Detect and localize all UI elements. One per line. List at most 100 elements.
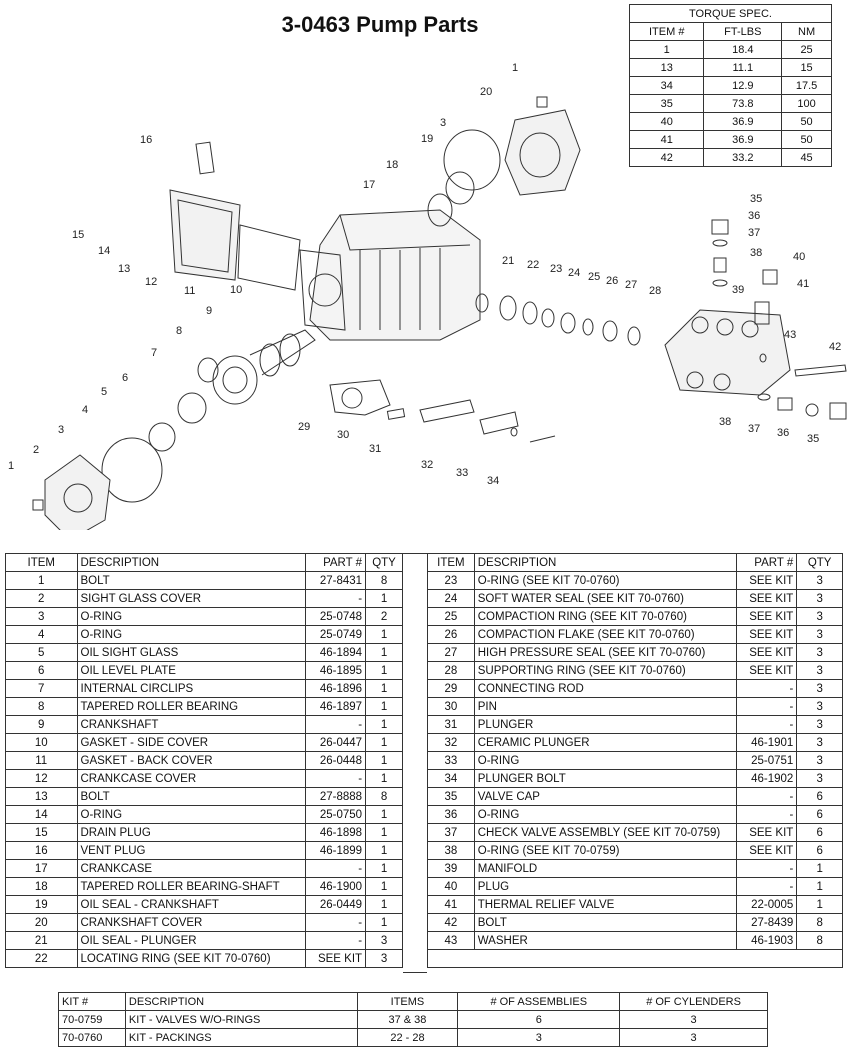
table-cell: 100: [781, 94, 832, 113]
table-cell: CERAMIC PLUNGER: [473, 733, 737, 752]
table-cell: 12.9: [703, 76, 783, 95]
table-cell: 1: [628, 40, 705, 59]
table-cell: O-RING (SEE KIT 70-0759): [473, 841, 737, 860]
table-cell: HIGH PRESSURE SEAL (SEE KIT 70-0760): [473, 643, 737, 662]
table-cell: CONNECTING ROD: [473, 679, 737, 698]
table-cell: 22: [5, 949, 78, 968]
table-cell: SEE KIT: [735, 643, 798, 662]
table-cell: 17: [5, 859, 78, 878]
table-cell: 16: [5, 841, 78, 860]
table-cell: TAPERED ROLLER BEARING-SHAFT: [76, 877, 307, 896]
table-cell: 46-1898: [305, 823, 367, 842]
table-cell: CHECK VALVE ASSEMBLY (SEE KIT 70-0759): [473, 823, 737, 842]
table-cell: PLUG: [473, 877, 737, 896]
callout-label: 38: [750, 247, 763, 259]
callout-label: 24: [568, 267, 581, 279]
table-cell: 22 - 28: [356, 1028, 459, 1047]
col-cylinders: # OF CYLENDERS: [619, 992, 768, 1011]
callout-label: 35: [750, 193, 763, 205]
callout-label: 33: [456, 467, 469, 479]
table-cell: 11: [5, 751, 78, 770]
table-cell: SOFT WATER SEAL (SEE KIT 70-0760): [473, 589, 737, 608]
table-cell: BOLT: [76, 571, 307, 590]
table-cell: 3: [796, 625, 843, 644]
table-cell: 1: [796, 877, 843, 896]
table-cell: 37 & 38: [356, 1010, 459, 1029]
table-cell: O-RING: [473, 805, 737, 824]
table-cell: 8: [796, 931, 843, 950]
table-cell: O-RING: [76, 607, 307, 626]
table-cell: SEE KIT: [735, 589, 798, 608]
table-cell: 8: [365, 787, 403, 806]
callout-label: 31: [369, 443, 382, 455]
table-cell: 8: [365, 571, 403, 590]
table-cell: 6: [796, 787, 843, 806]
table-cell: CRANKSHAFT: [76, 715, 307, 734]
table-cell: 1: [365, 913, 403, 932]
table-cell: INTERNAL CIRCLIPS: [76, 679, 307, 698]
callout-label: 41: [797, 278, 810, 290]
table-cell: SEE KIT: [735, 625, 798, 644]
table-cell: 46-1903: [735, 931, 798, 950]
callout-label: 36: [777, 427, 790, 439]
callout-label: 37: [748, 423, 761, 435]
table-cell: 21: [5, 931, 78, 950]
table-cell: 46-1900: [305, 877, 367, 896]
table-cell: 1: [365, 661, 403, 680]
col-item: ITEM: [5, 553, 78, 572]
table-cell: SEE KIT: [735, 607, 798, 626]
table-cell: 1: [5, 571, 78, 590]
table-cell: 25-0749: [305, 625, 367, 644]
col-part-number: PART #: [735, 553, 798, 572]
col-item: ITEM #: [628, 22, 705, 41]
crankshaft-drawing: [212, 329, 316, 405]
table-cell: 35: [628, 94, 705, 113]
table-gap: [403, 553, 427, 973]
callout-label: 32: [421, 459, 434, 471]
table-cell: 3: [365, 931, 403, 950]
table-cell: 1: [365, 823, 403, 842]
table-cell: KIT - VALVES W/O-RINGS: [124, 1010, 358, 1029]
table-cell: -: [735, 679, 798, 698]
table-cell: OIL SEAL - PLUNGER: [76, 931, 307, 950]
callout-label: 3: [58, 424, 65, 436]
kits-table: KIT # DESCRIPTION ITEMS # OF ASSEMBLIES …: [58, 992, 768, 1047]
table-cell: -: [735, 805, 798, 824]
table-cell: -: [735, 859, 798, 878]
table-cell: 13: [628, 58, 705, 77]
callout-label: 30: [337, 429, 350, 441]
table-cell: -: [735, 697, 798, 716]
table-cell: 42: [628, 148, 705, 167]
torque-heading: TORQUE SPEC.: [629, 4, 832, 23]
table-cell: 6: [796, 841, 843, 860]
table-cell: 46-1899: [305, 841, 367, 860]
table-cell: O-RING: [76, 625, 307, 644]
table-cell: 73.8: [703, 94, 783, 113]
table-cell: SEE KIT: [735, 841, 798, 860]
table-cell: 3: [796, 571, 843, 590]
table-cell: MANIFOLD: [473, 859, 737, 878]
table-cell: 34: [427, 769, 475, 788]
table-cell: WASHER: [473, 931, 737, 950]
table-cell: 46-1896: [305, 679, 367, 698]
table-cell: 70-0760: [58, 1028, 126, 1047]
parts-header-row: ITEM DESCRIPTION PART # QTY: [427, 553, 843, 572]
table-cell: 3: [796, 733, 843, 752]
table-cell: 17.5: [781, 76, 832, 95]
callout-label: 27: [625, 279, 638, 291]
